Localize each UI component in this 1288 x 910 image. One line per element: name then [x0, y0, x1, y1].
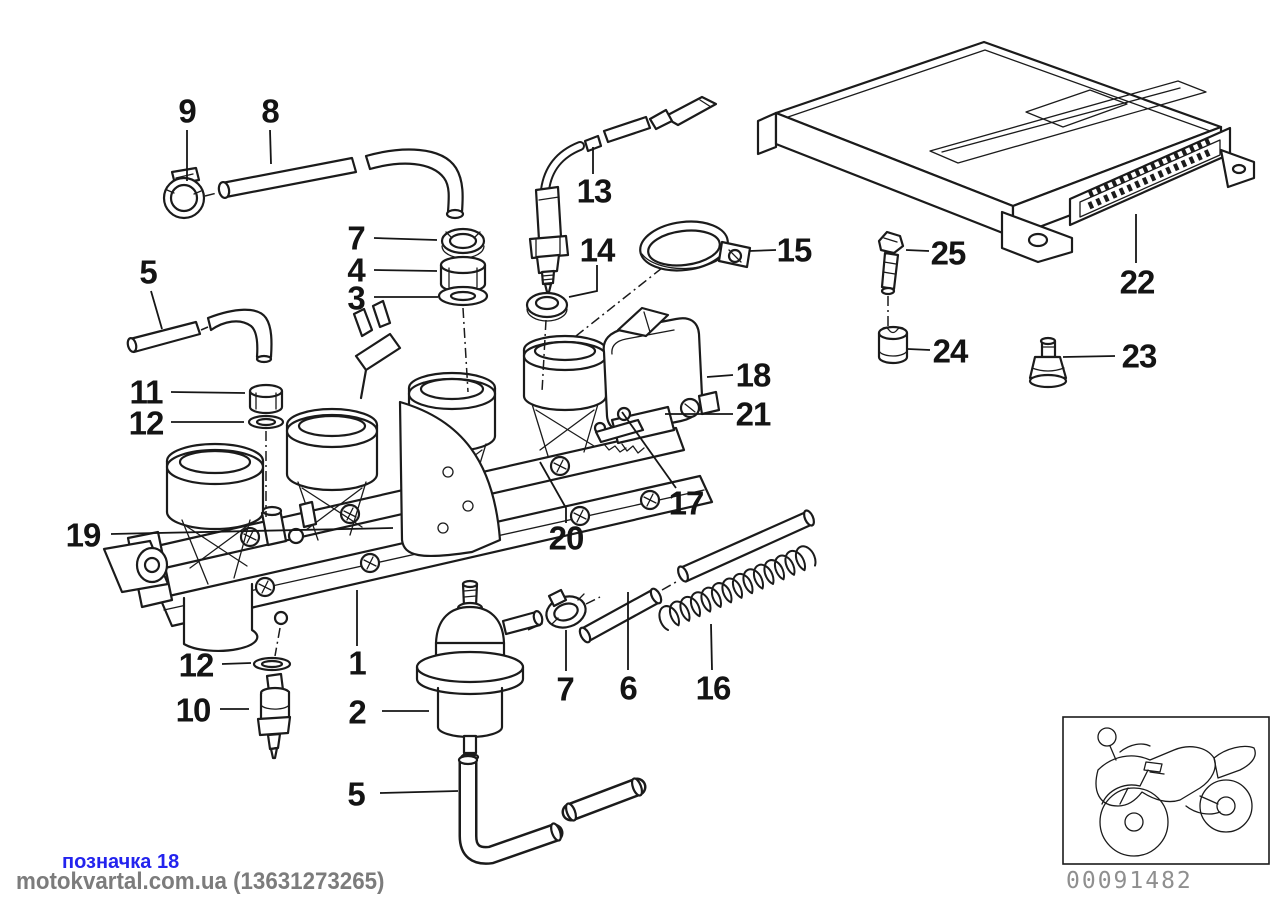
throttle-body-1	[165, 442, 265, 652]
part-callout-12b: 12	[178, 646, 215, 684]
part-callout-20: 20	[548, 519, 585, 557]
part-callout-22: 22	[1119, 263, 1156, 301]
rubber-cap-24	[877, 325, 909, 365]
motorcycle-icon	[1095, 727, 1256, 857]
spring-16	[658, 545, 817, 631]
part-callout-5b: 5	[347, 775, 365, 813]
part-callout-15: 15	[776, 231, 813, 269]
part-callout-12a: 12	[128, 404, 165, 442]
pressure-regulator-2	[415, 579, 544, 762]
part-callout-7a: 7	[347, 219, 365, 257]
part-callout-25: 25	[930, 234, 967, 272]
part-callout-8: 8	[261, 92, 279, 130]
part-code: 00091482	[1066, 868, 1193, 894]
air-box	[602, 306, 721, 454]
part-callout-14: 14	[579, 231, 616, 269]
part-callout-3: 3	[347, 279, 365, 317]
part-callout-16: 16	[695, 669, 732, 707]
sensor-23	[1028, 336, 1068, 389]
throttle-assembly	[102, 299, 721, 652]
part-callout-10: 10	[175, 691, 212, 729]
part-callout-21: 21	[735, 395, 772, 433]
part-callout-7b: 7	[556, 670, 574, 708]
ecu-box	[756, 40, 1256, 264]
fitting-stack-7-4-3	[437, 227, 489, 393]
part-callout-24: 24	[932, 332, 969, 370]
part-callout-5a: 5	[139, 253, 157, 291]
clamp-ring-15	[575, 220, 752, 337]
clamp-7-lower	[527, 588, 601, 631]
part-callout-6: 6	[619, 669, 637, 707]
hose-5-upper-group	[126, 308, 285, 517]
temp-sensor-13-group	[525, 95, 718, 393]
hose-5-lower-group	[457, 752, 647, 865]
part-callout-18: 18	[735, 356, 772, 394]
part-callout-2: 2	[348, 693, 366, 731]
part-callout-11: 11	[129, 373, 164, 411]
part-callout-17: 17	[668, 484, 705, 522]
hose-8-group	[162, 148, 465, 220]
throttle-body-2	[285, 407, 379, 541]
watermark-site: motokvartal.com.ua (13631273265)	[16, 868, 385, 895]
watermark-note: позначка 18	[62, 851, 180, 873]
hose-6-group	[578, 509, 815, 644]
part-callout-4: 4	[347, 251, 365, 289]
motorcycle-thumbnail	[1062, 716, 1270, 865]
part-callout-23: 23	[1121, 337, 1158, 375]
injector-10-group	[252, 627, 292, 760]
leader-lines	[110, 129, 1137, 794]
part-callout-9: 9	[178, 92, 196, 130]
part-callout-19: 19	[65, 516, 102, 554]
part-callout-1: 1	[348, 644, 366, 682]
bolt-25	[877, 230, 905, 327]
throttle-body-3	[407, 371, 497, 501]
throttle-body-4	[522, 334, 608, 457]
part-callout-13: 13	[576, 172, 613, 210]
